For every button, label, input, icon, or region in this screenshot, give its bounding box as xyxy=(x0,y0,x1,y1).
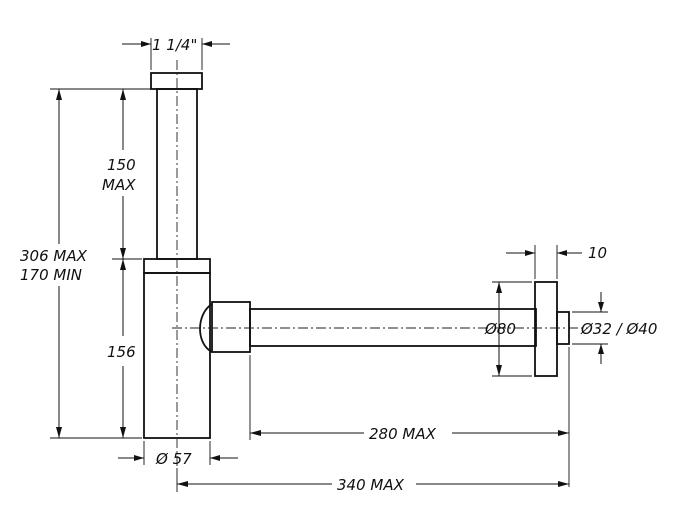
overall-length-label: 340 MAX xyxy=(337,476,405,494)
total-height-min-label: 170 MIN xyxy=(20,266,82,284)
flange-diameter-label: Ø80 xyxy=(484,320,516,338)
body-diameter-label: Ø 57 xyxy=(155,450,192,468)
inlet-size-label: 1 1/4" xyxy=(152,36,197,54)
wall-flange xyxy=(534,281,558,377)
dimension-labels: 1 1/4" 150 MAX 306 MAX 170 MIN 156 Ø 57 … xyxy=(20,36,657,494)
elbow-dome xyxy=(199,303,213,353)
lower-height-label: 156 xyxy=(107,343,136,361)
flange-thickness-label: 10 xyxy=(588,244,607,262)
pipe-length-label: 280 MAX xyxy=(369,425,437,443)
upper-height-max-label: MAX xyxy=(102,176,136,194)
center-lines xyxy=(172,60,588,468)
trap-parts xyxy=(143,72,570,439)
outlet-diameter-label: Ø32 / Ø40 xyxy=(580,320,657,338)
outlet-pipe xyxy=(249,308,537,347)
upper-height-value-label: 150 xyxy=(107,156,136,174)
outlet-coupling xyxy=(211,301,251,353)
inlet-cap xyxy=(150,72,203,90)
extension-lines xyxy=(50,38,608,492)
dimension-lines xyxy=(56,41,604,487)
total-height-max-label: 306 MAX xyxy=(20,247,88,265)
